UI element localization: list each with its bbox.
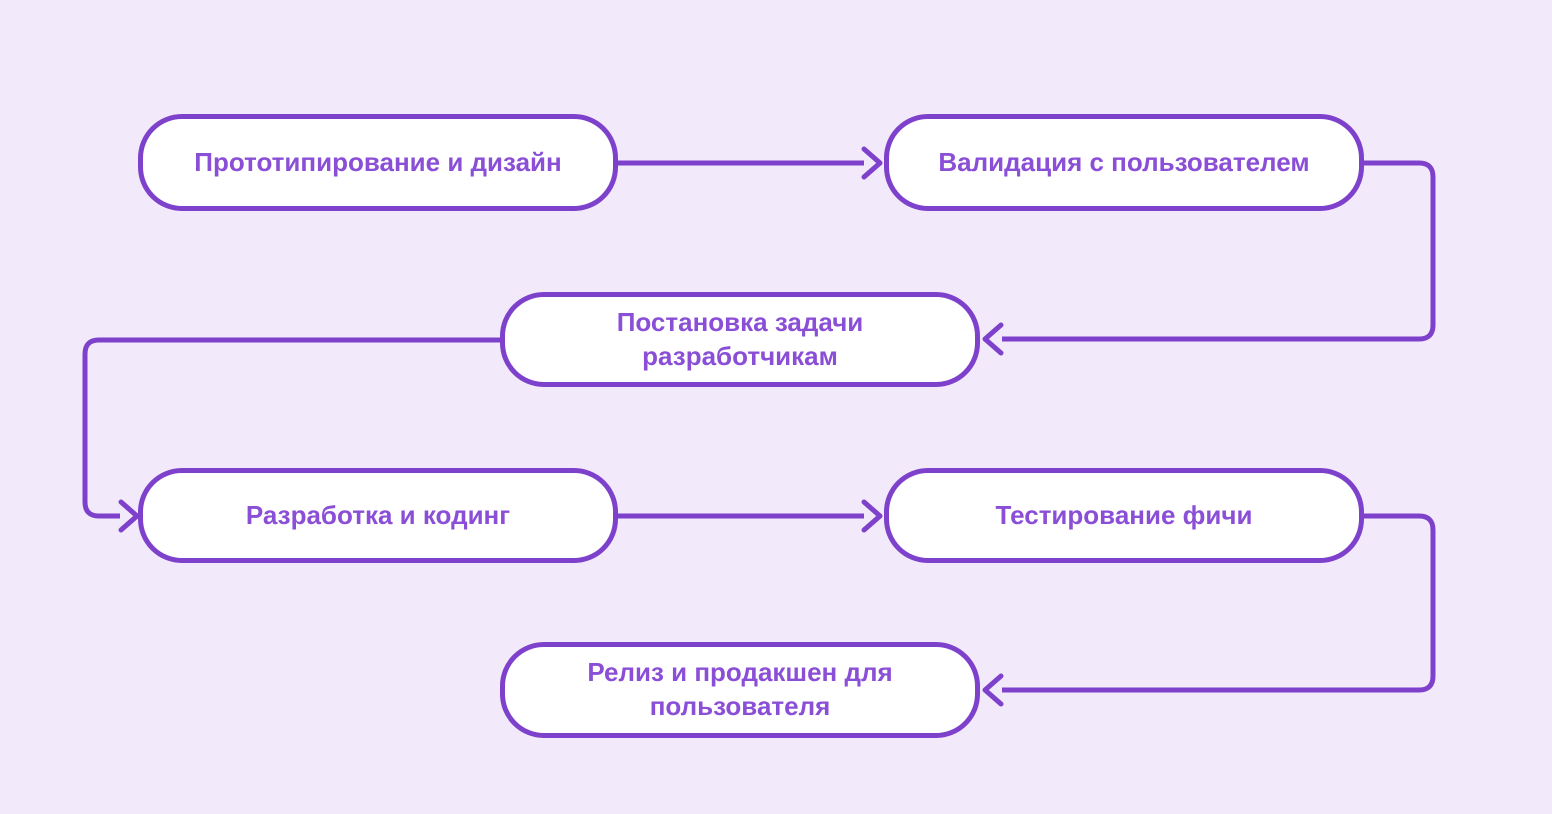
node-label: Разработка и кодинг bbox=[245, 499, 511, 530]
arrowhead-left-icon bbox=[982, 673, 1004, 707]
node-label: Тестирование фичи bbox=[995, 499, 1253, 530]
edge-validation-task bbox=[1002, 160, 1436, 342]
node-label: Релиз и продакшен для пользователя bbox=[587, 657, 893, 721]
node-testing[interactable]: Тестирование фичи bbox=[884, 468, 1364, 563]
node-development[interactable]: Разработка и кодинг bbox=[138, 468, 618, 563]
node-label: Валидация с пользователем bbox=[938, 146, 1310, 177]
arrowhead-right-icon bbox=[118, 499, 140, 533]
node-task[interactable]: Постановка задачи разработчикам bbox=[500, 292, 980, 387]
node-prototyping[interactable]: Прототипирование и дизайн bbox=[138, 114, 618, 211]
node-label: Прототипирование и дизайн bbox=[194, 146, 562, 177]
node-label: Постановка задачи разработчикам bbox=[616, 306, 864, 371]
node-validation[interactable]: Валидация с пользователем bbox=[884, 114, 1364, 211]
arrowhead-left-icon bbox=[982, 322, 1004, 356]
node-release[interactable]: Релиз и продакшен для пользователя bbox=[500, 642, 980, 738]
arrowhead-right-icon bbox=[861, 499, 883, 533]
edge-task-development bbox=[82, 337, 500, 519]
edge-testing-release bbox=[1002, 513, 1436, 693]
arrowhead-right-icon bbox=[861, 146, 883, 180]
